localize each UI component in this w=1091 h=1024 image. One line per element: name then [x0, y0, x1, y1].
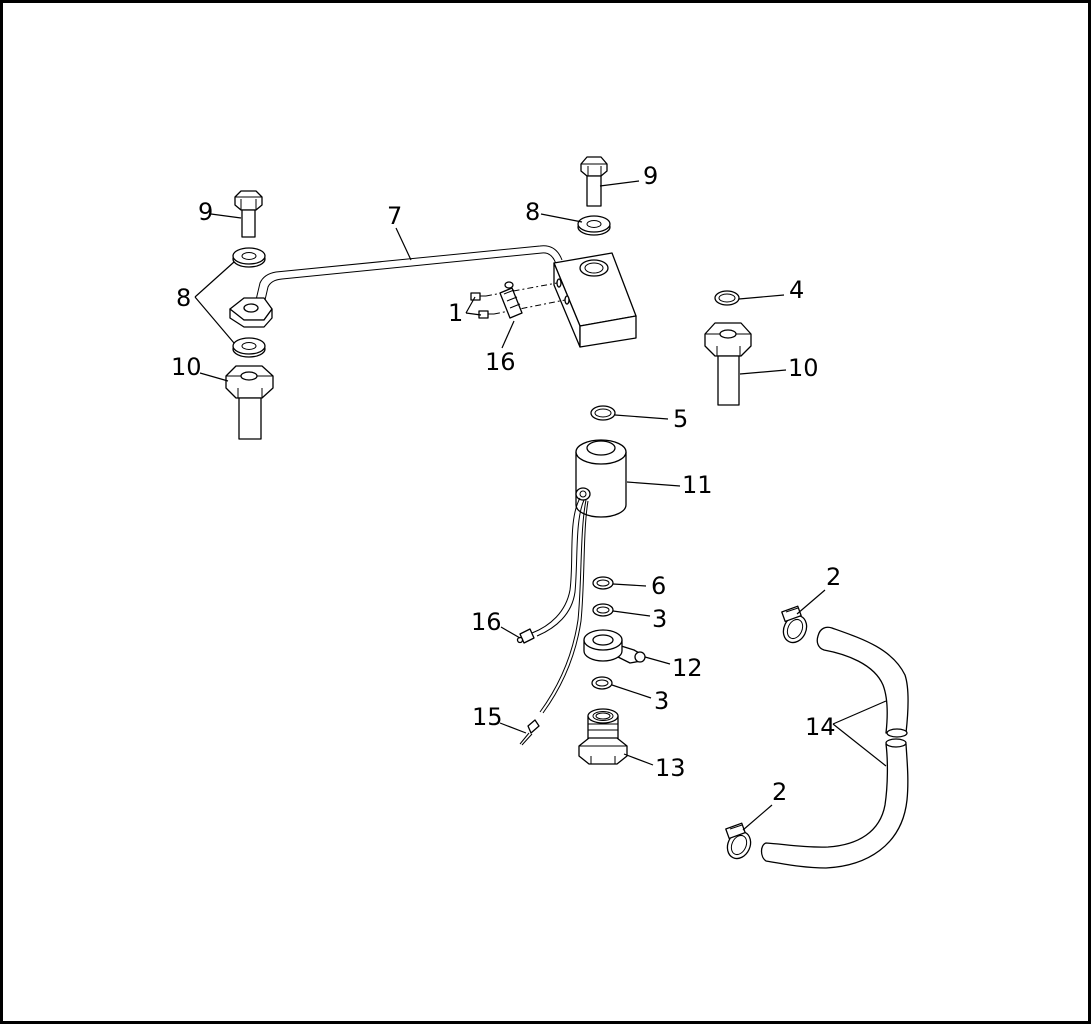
- o-ring-3-lower: [591, 676, 613, 690]
- callout-12: 12: [672, 654, 703, 682]
- hose-upper: [816, 626, 909, 738]
- callout-9-right: 9: [643, 162, 658, 190]
- hose-clamp-upper: [781, 605, 808, 644]
- leader-lines: [194, 180, 887, 831]
- callout-5: 5: [673, 405, 688, 433]
- washer-left-top: [232, 247, 266, 268]
- o-ring-3-upper: [592, 603, 614, 617]
- wire-terminal: [519, 719, 540, 746]
- callout-16-top: 16: [485, 348, 516, 376]
- solenoid-coil: [531, 439, 627, 714]
- banjo-bolt-left: [225, 365, 274, 440]
- washer-left-bottom: [232, 337, 266, 358]
- o-ring-5: [590, 405, 616, 421]
- banjo-bolt-right: [704, 322, 752, 406]
- callout-2-upper: 2: [826, 563, 841, 591]
- callout-10-left: 10: [171, 353, 202, 381]
- callout-13: 13: [655, 754, 686, 782]
- callout-2-lower: 2: [772, 778, 787, 806]
- callout-10-right: 10: [788, 354, 819, 382]
- hose-lower: [760, 738, 909, 869]
- callout-8-right: 8: [525, 198, 540, 226]
- o-ring-6: [592, 576, 614, 590]
- tube-assembly: [229, 245, 637, 348]
- callout-8-left: 8: [176, 284, 191, 312]
- banjo-fitting: [583, 629, 646, 664]
- callout-15: 15: [472, 703, 503, 731]
- hose-clamp-lower: [725, 822, 752, 860]
- callout-4: 4: [789, 276, 804, 304]
- bolt-right: [580, 156, 608, 207]
- callout-3-upper: 3: [652, 605, 667, 633]
- callout-6: 6: [651, 572, 666, 600]
- callout-3-lower: 3: [654, 687, 669, 715]
- callout-labels: 9 7 8 9 8 1 16 4 10 10 5 11 6 3 16 12 3 …: [171, 162, 841, 806]
- wire-connector-top: [499, 281, 523, 319]
- callout-1: 1: [448, 299, 463, 327]
- callout-16-lower: 16: [471, 608, 502, 636]
- washer-right: [577, 215, 611, 236]
- bolt-left: [234, 190, 263, 238]
- callout-9-left: 9: [198, 198, 213, 226]
- callout-11: 11: [682, 471, 713, 499]
- callout-7: 7: [387, 202, 402, 230]
- o-ring-4: [714, 290, 740, 306]
- wire-connector-lower: [516, 628, 535, 644]
- adapter-fitting: [578, 708, 628, 765]
- screws: [470, 282, 566, 319]
- callout-14: 14: [805, 713, 836, 741]
